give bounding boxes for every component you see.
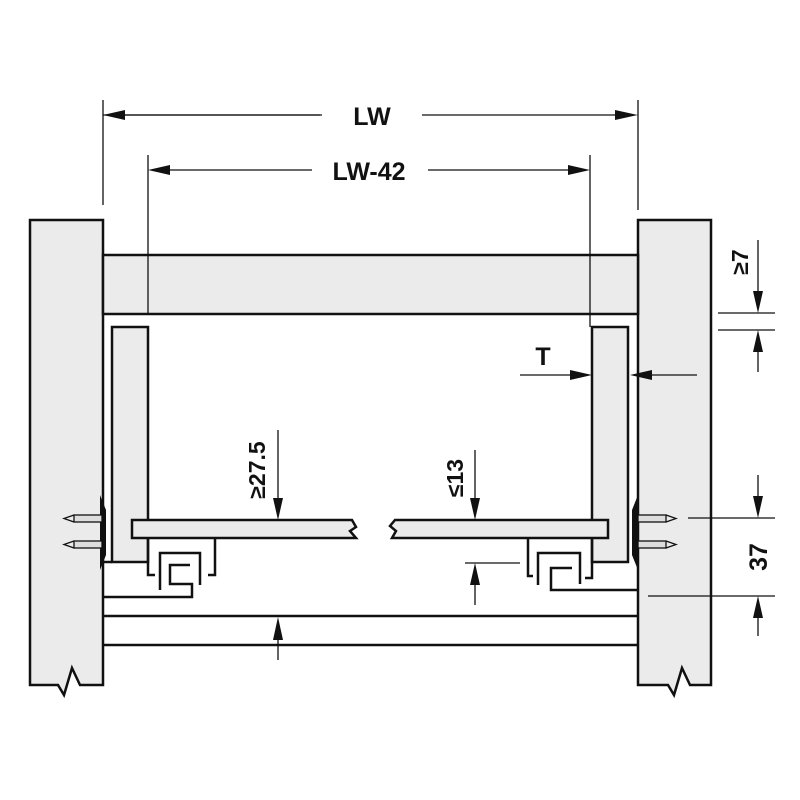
- right-runner-profile: [526, 538, 638, 592]
- runner-height-dimension: [648, 475, 775, 636]
- bottom-height-left-dimension: [273, 430, 283, 660]
- left-cabinet-wall: [28, 218, 105, 699]
- drawer-bottom-left: [130, 518, 359, 540]
- left-drawer-side: [110, 325, 150, 564]
- front-panel: [101, 253, 640, 316]
- left-runner-profile: [103, 538, 217, 599]
- right-screws: [632, 495, 678, 570]
- lw-42-dimension: [147, 155, 591, 327]
- bottom-height-right-dimension: [465, 450, 520, 605]
- t-dimension: [520, 370, 697, 380]
- right-cabinet-wall: [636, 218, 713, 699]
- lw-42-label: LW-42: [332, 158, 405, 186]
- lw-dimension: [102, 100, 639, 210]
- bottom-height-right-label: ≤13: [442, 459, 468, 497]
- bottom-height-left-label: ≥27.5: [244, 441, 270, 499]
- top-gap-dimension: [718, 240, 775, 372]
- left-screws: [62, 495, 106, 570]
- t-label: T: [535, 343, 550, 371]
- runner-height-label: 37: [745, 543, 773, 571]
- top-gap-label: ≥7: [727, 249, 753, 274]
- drawer-bottom-right: [388, 518, 610, 540]
- lw-label: LW: [353, 103, 391, 131]
